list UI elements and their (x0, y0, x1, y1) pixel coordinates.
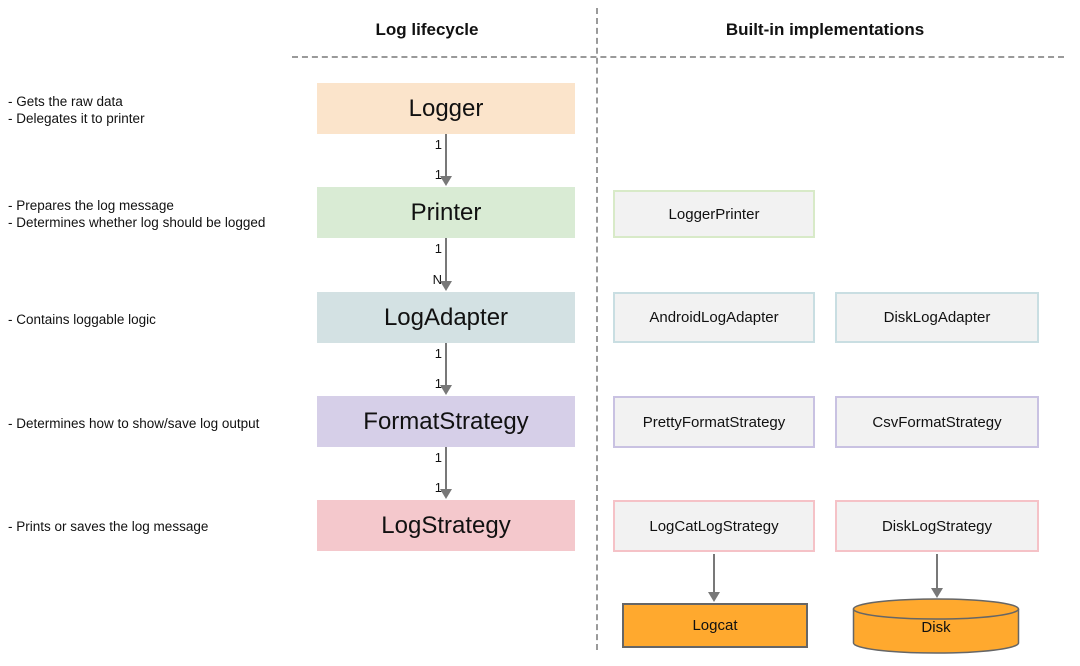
arrow-line (445, 238, 447, 285)
description-line: - Prints or saves the log message (8, 519, 209, 534)
multiplicity-label: 1 (434, 450, 442, 465)
arrow-logadapter-to-formatstrategy: 1 1 (406, 343, 486, 395)
impl-label: AndroidLogAdapter (649, 309, 779, 326)
impl-label: PrettyFormatStrategy (642, 413, 786, 431)
arrow-line (445, 134, 447, 180)
arrow-head-icon (440, 176, 452, 186)
arrow-line (445, 343, 447, 389)
impl-box-disklogadapter: DiskLogAdapter (835, 292, 1039, 343)
stage-label: Printer (410, 198, 482, 226)
multiplicity-label: 1 (434, 137, 442, 152)
multiplicity-label: 1 (434, 346, 442, 361)
impl-label: DiskLogStrategy (881, 517, 993, 535)
impl-label: CsvFormatStrategy (872, 413, 1002, 431)
multiplicity-label: 1 (434, 480, 442, 495)
stage-description-logadapter: - Contains loggable logic (8, 311, 308, 328)
left-column-header: Log lifecycle (375, 20, 479, 39)
arrow-head-icon (931, 588, 943, 598)
disk-cylinder-icon (852, 598, 1020, 654)
arrow-disklogstrategy-to-disk (931, 554, 943, 598)
impl-box-loggerprinter: LoggerPrinter (613, 190, 815, 238)
stage-label: LogAdapter (383, 303, 509, 331)
stage-description-formatstrategy: - Determines how to show/save log output (8, 415, 308, 432)
multiplicity-label: 1 (434, 376, 442, 391)
right-column-header: Built-in implementations (725, 20, 925, 39)
output-label: Disk (921, 619, 951, 636)
impl-box-prettyformatstrategy: PrettyFormatStrategy (613, 396, 815, 448)
output-box-logcat: Logcat (622, 603, 808, 648)
description-line: - Delegates it to printer (8, 111, 145, 127)
description-line: - Prepares the log message (8, 198, 174, 213)
stage-box-logadapter: LogAdapter (317, 292, 575, 343)
arrow-head-icon (708, 592, 720, 602)
output-cylinder-disk: Disk (852, 597, 1020, 657)
stage-box-logstrategy: LogStrategy (317, 500, 575, 551)
stage-box-logger: Logger (317, 83, 575, 134)
arrow-head-icon (440, 281, 452, 291)
impl-label: DiskLogAdapter (883, 309, 991, 326)
arrow-line (445, 447, 447, 493)
arrow-formatstrategy-to-logstrategy: 1 1 (406, 447, 486, 499)
impl-box-logcatlogstrategy: LogCatLogStrategy (613, 500, 815, 552)
impl-box-androidlogadapter: AndroidLogAdapter (613, 292, 815, 343)
impl-box-csvformatstrategy: CsvFormatStrategy (835, 396, 1039, 448)
stage-box-formatstrategy: FormatStrategy (317, 396, 575, 447)
stage-label: FormatStrategy (363, 407, 529, 435)
stage-label: Logger (408, 94, 484, 122)
description-line: - Gets the raw data (8, 94, 123, 109)
stage-box-printer: Printer (317, 187, 575, 238)
arrow-head-icon (440, 385, 452, 395)
arrow-logcatlogstrategy-to-logcat (708, 554, 720, 602)
multiplicity-label: 1 (434, 241, 442, 256)
impl-box-disklogstrategy: DiskLogStrategy (835, 500, 1039, 552)
description-line: - Determines how to show/save log output (8, 416, 260, 431)
vertical-divider (596, 8, 598, 650)
arrow-line (713, 554, 715, 596)
description-line: - Determines whether log should be logge… (8, 215, 266, 231)
horizontal-divider (292, 56, 1064, 58)
impl-label: LogCatLogStrategy (649, 517, 779, 535)
arrow-line (936, 554, 938, 592)
stage-description-logger: - Gets the raw data - Delegates it to pr… (8, 93, 308, 128)
stage-description-printer: - Prepares the log message - Determines … (8, 197, 308, 232)
multiplicity-label: 1 (434, 167, 442, 182)
stage-label: LogStrategy (381, 511, 511, 539)
description-line: - Contains loggable logic (8, 312, 156, 327)
multiplicity-label: N (432, 272, 442, 287)
stage-description-logstrategy: - Prints or saves the log message (8, 518, 308, 535)
arrow-printer-to-logadapter: 1 N (406, 238, 486, 291)
arrow-head-icon (440, 489, 452, 499)
output-label: Logcat (692, 617, 738, 634)
arrow-logger-to-printer: 1 1 (406, 134, 486, 186)
impl-label: LoggerPrinter (668, 205, 760, 223)
